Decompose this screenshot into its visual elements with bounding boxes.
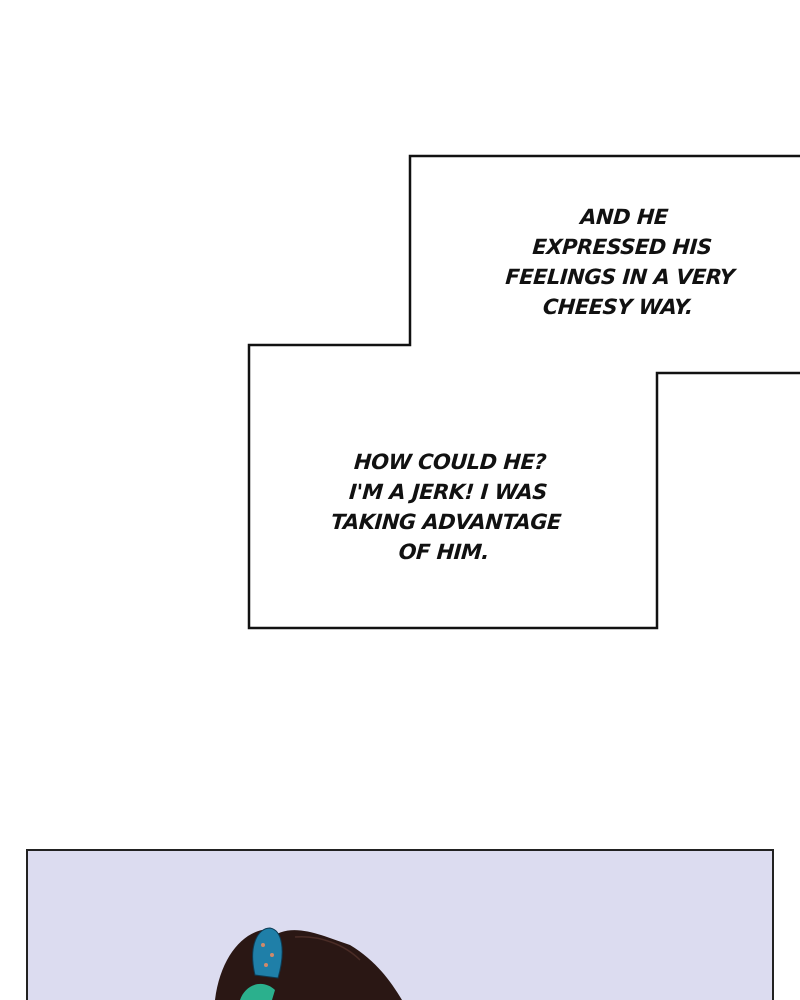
narration-line: TAKING ADVANTAGE <box>330 510 562 534</box>
narration-line: FEELINGS IN A VERY <box>504 265 736 289</box>
narration-text-top: AND HE EXPRESSED HIS FEELINGS IN A VERY … <box>467 202 775 322</box>
narration-box-outline <box>247 154 800 630</box>
narration-line: CHEESY WAY. <box>542 295 694 319</box>
narration-line: AND HE <box>579 205 669 229</box>
lower-panel <box>26 849 774 1000</box>
narration-line: EXPRESSED HIS <box>531 235 713 259</box>
narration-line: OF HIM. <box>397 540 490 564</box>
narration-text-bottom: HOW COULD HE? I'M A JERK! I WAS TAKING A… <box>293 447 601 567</box>
narration-line: I'M A JERK! I WAS <box>348 480 548 504</box>
narration-line: HOW COULD HE? <box>353 450 547 474</box>
hair-clip <box>240 927 283 1000</box>
